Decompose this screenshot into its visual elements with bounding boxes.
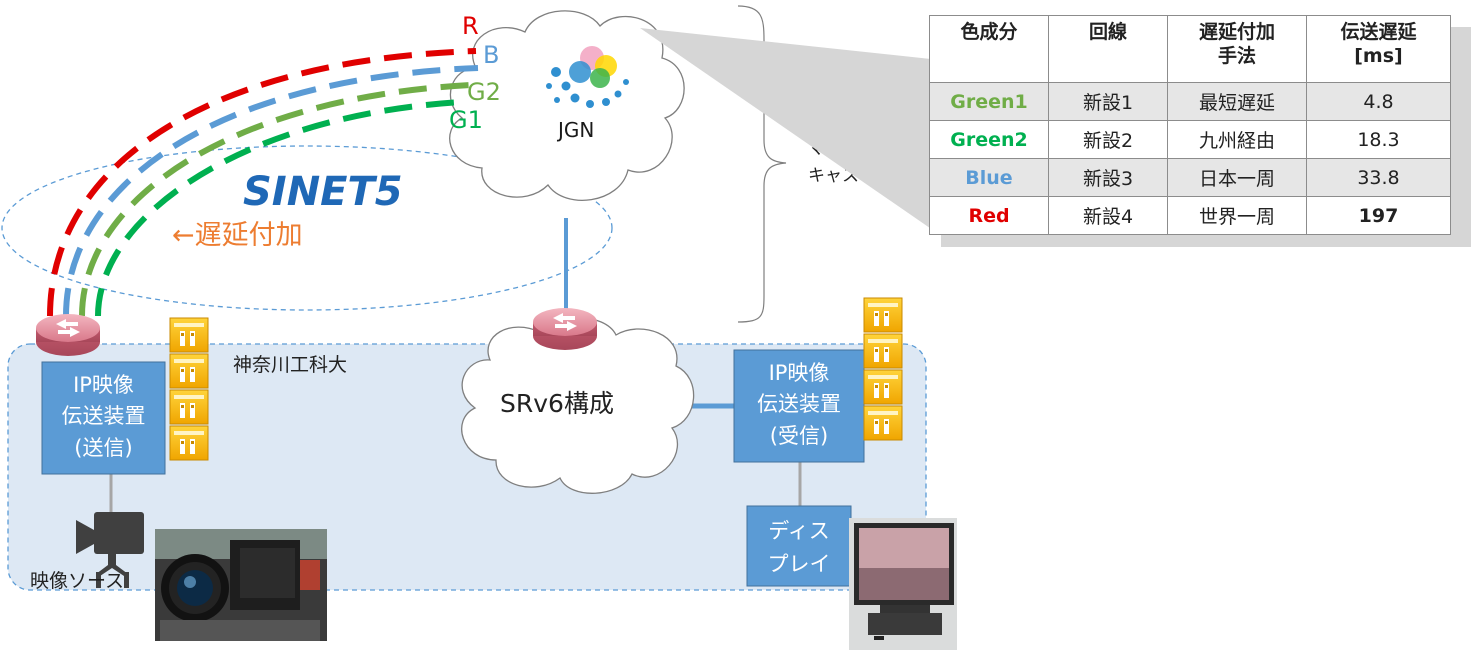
- jgn-label: JGN: [556, 118, 594, 142]
- router-icon-sender: [36, 314, 100, 356]
- arc-label-r: R: [462, 12, 479, 40]
- arc-green1: [95, 99, 463, 317]
- university-label: 神奈川工科大: [233, 354, 347, 376]
- table-row: Red 新設4 世界一周 197: [929, 196, 1451, 235]
- sender-device: [41, 361, 166, 475]
- arc-label-g1: G1: [449, 106, 483, 134]
- row-delay: 4.8: [1306, 82, 1451, 121]
- row-color: Red: [929, 196, 1049, 235]
- receiver-line1: IP映像: [769, 361, 830, 385]
- row-line: 新設4: [1048, 196, 1168, 235]
- row-method: 日本一周: [1167, 158, 1307, 197]
- delay-table-panel: 色成分 回線 遅延付加手法 伝送遅延[ms] Green1 新設1 最短遅延 4…: [929, 15, 1471, 247]
- header-line: 回線: [1048, 15, 1168, 83]
- table-header-row: 色成分 回線 遅延付加手法 伝送遅延[ms]: [929, 15, 1451, 83]
- arc-label-b: B: [483, 41, 499, 69]
- display-line1: ディス: [768, 519, 830, 543]
- row-color: Green2: [929, 120, 1049, 159]
- row-delay: 18.3: [1306, 120, 1451, 159]
- sinet-logo: SINET5: [243, 169, 403, 215]
- multicast-brace: [737, 5, 787, 323]
- delay-label: ←遅延付加: [172, 220, 303, 251]
- row-delay: 197: [1306, 196, 1451, 235]
- table-row: Green1 新設1 最短遅延 4.8: [929, 82, 1451, 121]
- arc-red: [47, 48, 477, 317]
- receiver-line3: (受信): [770, 424, 828, 448]
- row-method: 最短遅延: [1167, 82, 1307, 121]
- table-row: Blue 新設3 日本一周 33.8: [929, 158, 1451, 197]
- camera-photo: [155, 529, 327, 641]
- display-line2: プレイ: [768, 552, 831, 576]
- receiver-line2: 伝送装置: [757, 392, 841, 416]
- sender-line1: IP映像: [73, 373, 134, 397]
- display-device: [746, 505, 852, 587]
- table-row: Green2 新設2 九州経由 18.3: [929, 120, 1451, 159]
- video-source-label: 映像ソース: [30, 570, 124, 592]
- header-delay: 伝送遅延[ms]: [1306, 15, 1451, 83]
- arc-label-g2: G2: [467, 78, 501, 106]
- video-camera-icon: [76, 512, 144, 588]
- jgn-cloud: JGN: [449, 10, 685, 201]
- row-method: 九州経由: [1167, 120, 1307, 159]
- row-line: 新設2: [1048, 120, 1168, 159]
- delay-arcs: [47, 48, 479, 317]
- callout-wedge: [640, 28, 940, 235]
- header-method: 遅延付加手法: [1167, 15, 1307, 83]
- arc-blue: [63, 65, 479, 317]
- sender-line2: 伝送装置: [62, 404, 146, 428]
- receiver-device: [733, 349, 865, 463]
- row-line: 新設3: [1048, 158, 1168, 197]
- header-color: 色成分: [929, 15, 1049, 83]
- arc-green2: [79, 82, 471, 317]
- row-method: 世界一周: [1167, 196, 1307, 235]
- row-color: Green1: [929, 82, 1049, 121]
- row-color: Blue: [929, 158, 1049, 197]
- sender-line3: (送信): [74, 436, 132, 460]
- sinet-ring: [1, 145, 613, 311]
- row-line: 新設1: [1048, 82, 1168, 121]
- delay-table: 色成分 回線 遅延付加手法 伝送遅延[ms] Green1 新設1 最短遅延 4…: [929, 15, 1451, 235]
- srv6-label: SRv6構成: [500, 389, 614, 418]
- jgn-logo-icon: [546, 46, 629, 108]
- display-photo: [849, 518, 957, 650]
- router-icon-srv6: [533, 308, 597, 350]
- row-delay: 33.8: [1306, 158, 1451, 197]
